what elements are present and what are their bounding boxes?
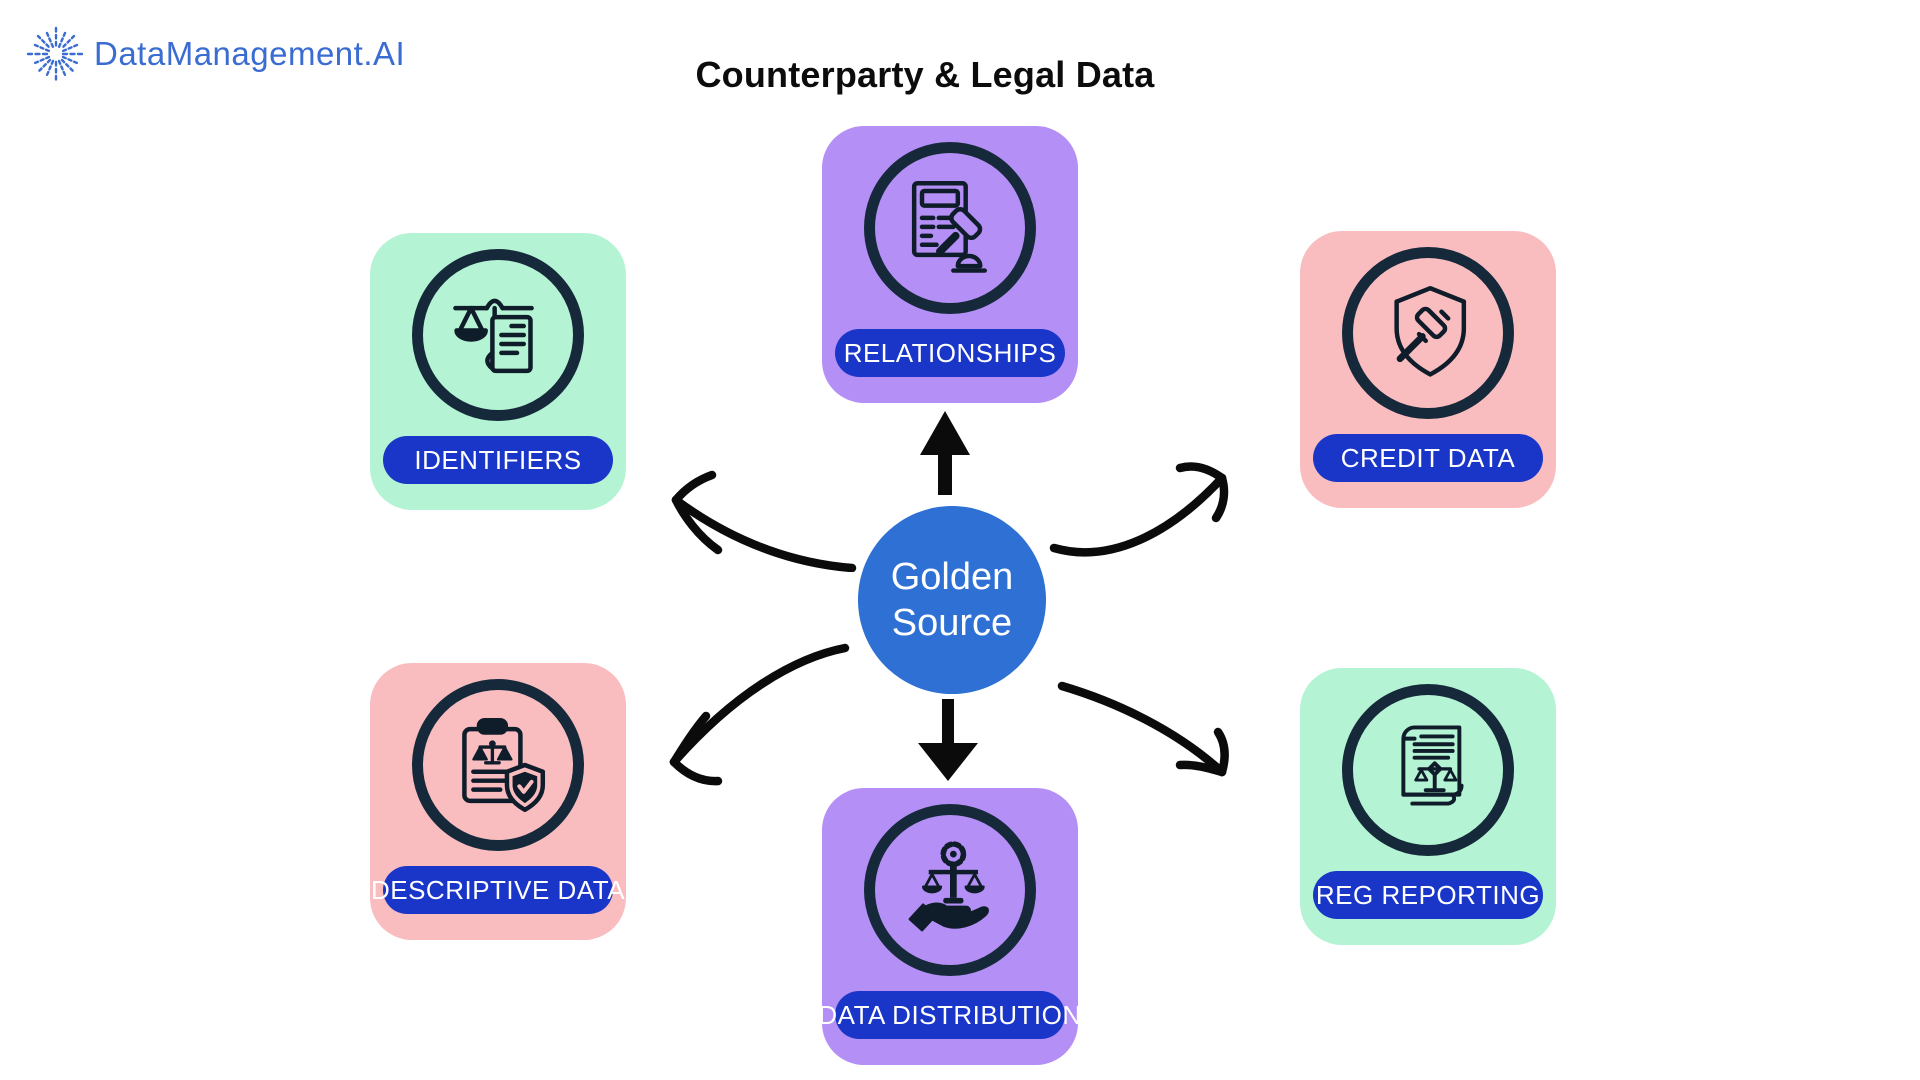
card-data-distribution: DATA DISTRIBUTION — [818, 788, 1081, 1065]
starburst-icon — [26, 26, 86, 82]
descriptive-data-pill: DESCRIPTIVE DATA — [371, 866, 625, 914]
golden-source-line1: Golden — [890, 556, 1014, 598]
relationships-label: RELATIONSHIPS — [843, 337, 1057, 368]
shield-gavel-icon — [1394, 285, 1467, 377]
credit-data-pill: CREDIT DATA — [1313, 434, 1543, 482]
scroll-scale-icon — [1401, 725, 1464, 806]
arrow-curved-to-reg-reporting — [1057, 681, 1229, 777]
clipboard-shield-icon — [462, 717, 546, 813]
icon-ring — [1342, 684, 1514, 856]
descriptive-data-label: DESCRIPTIVE DATA — [370, 874, 626, 905]
identifiers-label: IDENTIFIERS — [414, 444, 582, 475]
golden-source-line2: Source — [891, 602, 1013, 644]
brand-logo: DataManagement.AI — [26, 24, 405, 84]
relationships-pill: RELATIONSHIPS — [835, 329, 1065, 377]
page-title: Counterparty & Legal Data — [695, 54, 1155, 95]
reg-reporting-label: REG REPORTING — [1315, 879, 1541, 910]
arrow-up-to-relationships — [920, 411, 970, 495]
arrow-down-to-data-distribution — [918, 699, 978, 781]
arrow-curved-to-credit-data — [1049, 462, 1229, 557]
card-credit-data: CREDIT DATA — [1300, 231, 1556, 508]
golden-source-node: Golden Source — [858, 506, 1046, 694]
card-identifiers: IDENTIFIERS — [370, 233, 626, 510]
card-descriptive-data: DESCRIPTIVE DATA — [370, 663, 626, 940]
hand-scale-icon — [908, 841, 989, 932]
icon-ring — [412, 249, 584, 421]
icon-ring — [1342, 247, 1514, 419]
data-distribution-label: DATA DISTRIBUTION — [818, 999, 1082, 1030]
icon-ring — [864, 804, 1036, 976]
credit-data-label: CREDIT DATA — [1340, 442, 1516, 473]
scale-document-icon — [453, 298, 534, 374]
identifiers-pill: IDENTIFIERS — [383, 436, 613, 484]
reg-reporting-pill: REG REPORTING — [1313, 871, 1543, 919]
data-distribution-pill: DATA DISTRIBUTION — [818, 991, 1081, 1039]
brand-name: DataManagement.AI — [94, 35, 406, 72]
golden-source-label: Golden Source — [891, 554, 1014, 646]
icon-ring — [412, 679, 584, 851]
card-reg-reporting: REG REPORTING — [1300, 668, 1556, 945]
arrow-curved-to-identifiers — [671, 470, 857, 572]
card-relationships: RELATIONSHIPS — [822, 126, 1078, 403]
document-gavel-icon — [911, 180, 987, 273]
arrow-curved-to-descriptive-data — [669, 643, 850, 786]
icon-ring — [864, 142, 1036, 314]
